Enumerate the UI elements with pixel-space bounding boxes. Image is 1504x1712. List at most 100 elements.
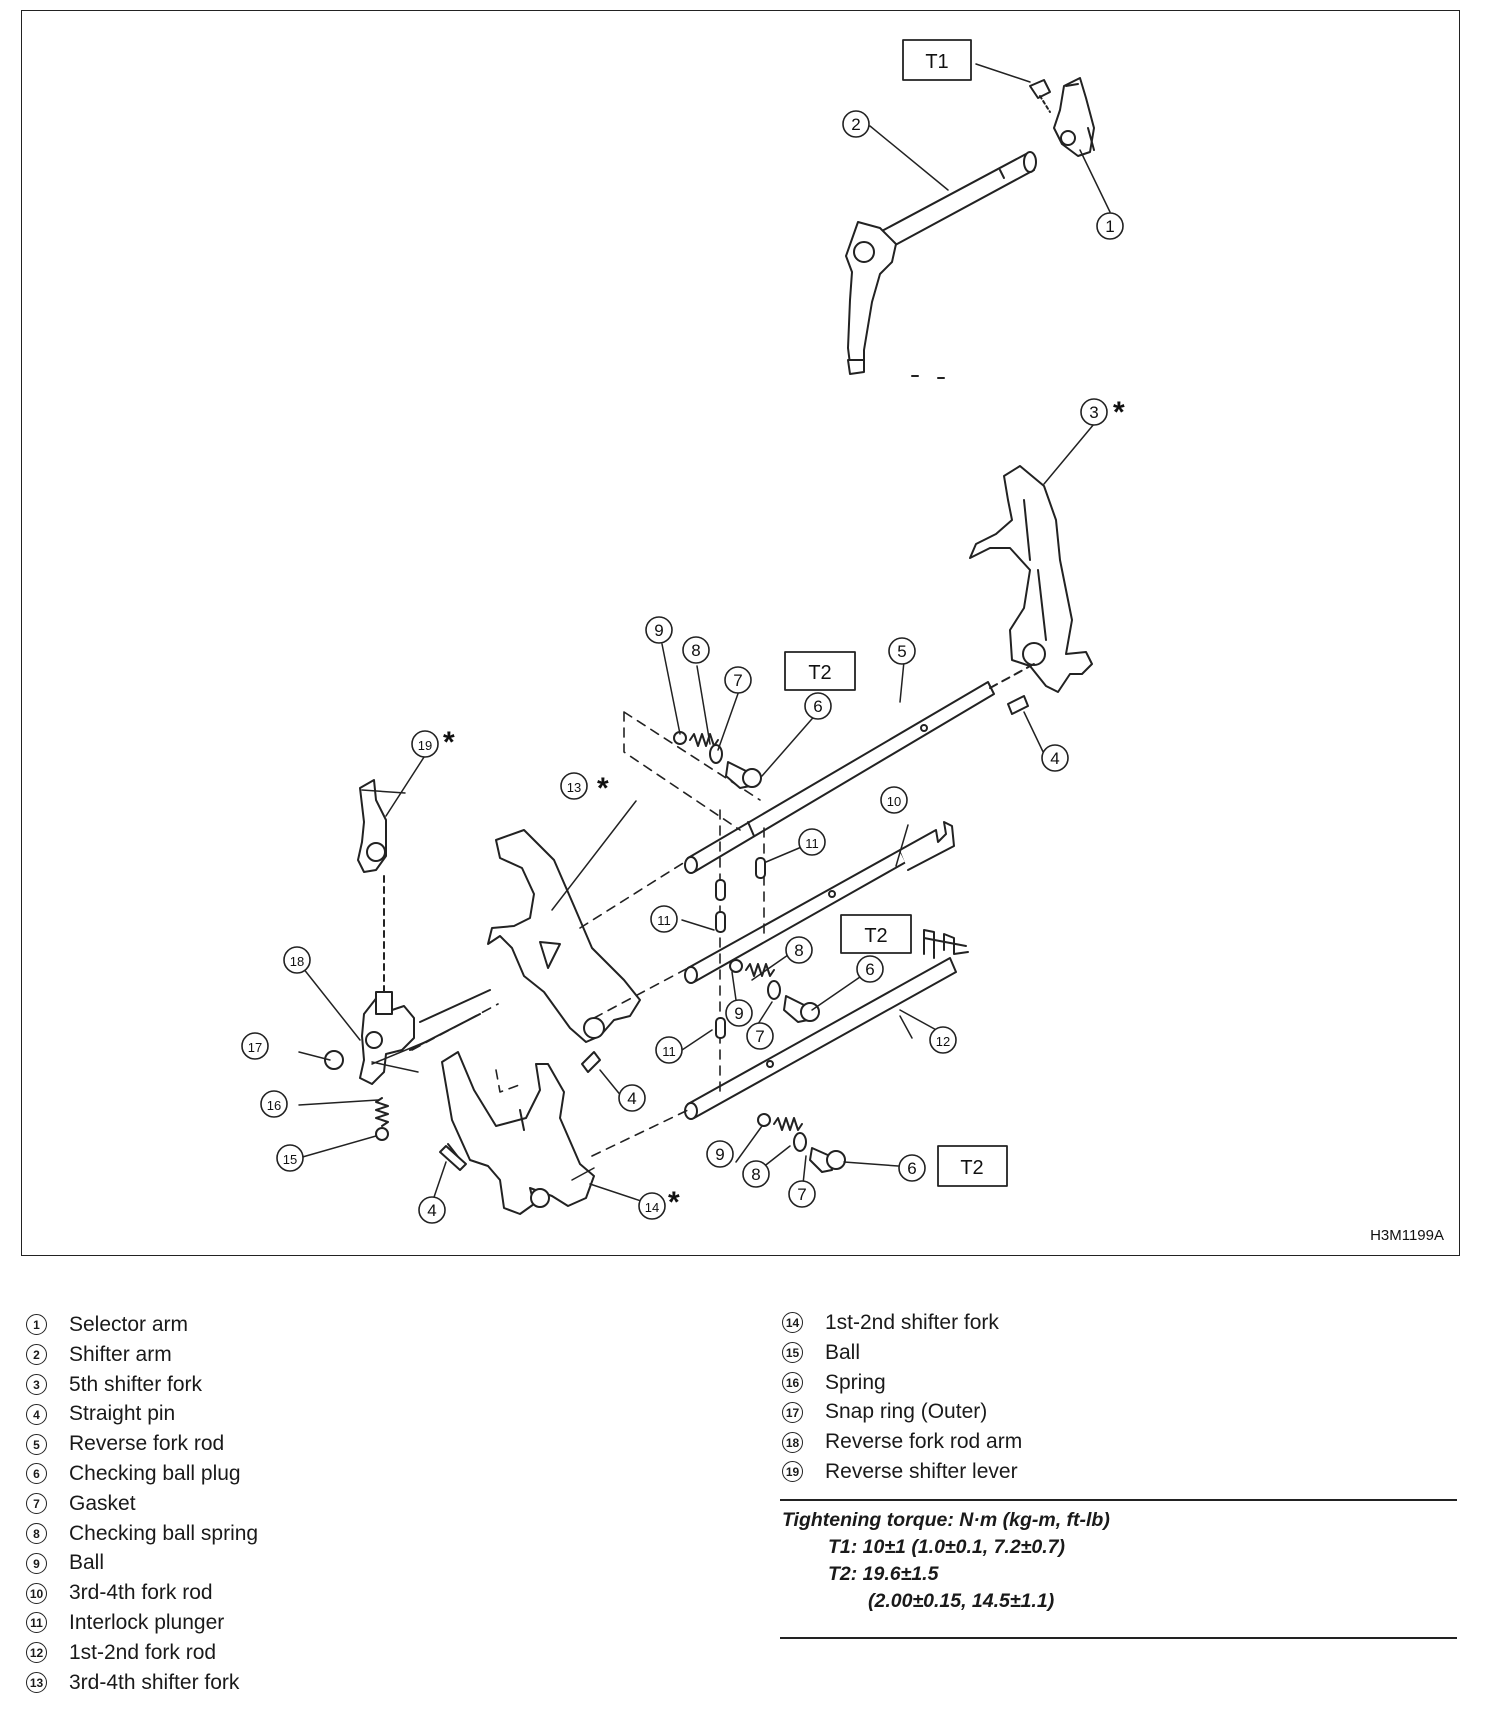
callout-number: 6 bbox=[813, 697, 822, 716]
callout-13: 13 bbox=[560, 772, 588, 800]
callout-number: 16 bbox=[267, 1098, 281, 1113]
callout-number: 7 bbox=[797, 1185, 806, 1204]
legend-item: 13 3rd-4th shifter fork bbox=[26, 1668, 258, 1698]
callout-number: 4 bbox=[627, 1089, 636, 1108]
callout-number: 2 bbox=[851, 115, 860, 134]
reverse-fork-rod-arm-part bbox=[359, 989, 491, 1085]
callout-number: 6 bbox=[907, 1159, 916, 1178]
3rd-4th-shifter-fork-part bbox=[487, 829, 641, 1043]
legend-number: 18 bbox=[782, 1431, 803, 1453]
legend-label: 1st-2nd shifter fork bbox=[825, 1311, 999, 1334]
legend-number: 13 bbox=[26, 1671, 47, 1693]
torque-box-t2-middle: T2 bbox=[840, 914, 912, 954]
callout-number: 9 bbox=[654, 621, 663, 640]
legend-label: Checking ball plug bbox=[69, 1461, 241, 1485]
callout-7: 7 bbox=[746, 1022, 774, 1050]
callout-circle bbox=[638, 1192, 666, 1220]
callout-circle bbox=[1041, 744, 1069, 772]
legend-item: 12 1st-2nd fork rod bbox=[26, 1638, 258, 1668]
callout-circle bbox=[880, 786, 908, 814]
legend-item: 19 Reverse shifter lever bbox=[782, 1457, 1022, 1487]
callout-number: 18 bbox=[290, 954, 304, 969]
legend-number: 1 bbox=[26, 1314, 47, 1336]
callout-1: 1 bbox=[1096, 212, 1124, 240]
legend-label: Reverse shifter lever bbox=[825, 1459, 1018, 1483]
callout-15: 15 bbox=[276, 1144, 304, 1172]
callout-7: 7 bbox=[724, 666, 752, 694]
callout-number: 9 bbox=[715, 1145, 724, 1164]
callout-circle bbox=[1080, 398, 1108, 426]
torque-t1: T1: 10±1 (1.0±0.1, 7.2±0.7) bbox=[828, 1536, 1065, 1558]
callout-number: 11 bbox=[657, 913, 671, 928]
callout-12: 12 bbox=[929, 1026, 957, 1054]
callout-number: 4 bbox=[1050, 749, 1059, 768]
callout-circle bbox=[804, 692, 832, 720]
asterisk-3: * bbox=[1113, 396, 1125, 429]
callout-number: 11 bbox=[662, 1044, 676, 1059]
legend-label: Ball bbox=[69, 1551, 105, 1575]
callout-4: 4 bbox=[1041, 744, 1069, 772]
callout-number: 14 bbox=[645, 1200, 659, 1215]
legend-label: Gasket bbox=[69, 1491, 136, 1515]
callout-9: 9 bbox=[645, 616, 673, 644]
callout-circle bbox=[411, 730, 439, 758]
callout-4: 4 bbox=[418, 1196, 446, 1224]
t2-box-label: T2 bbox=[808, 662, 831, 684]
3rd-4th-fork-rod-part bbox=[684, 821, 955, 984]
asterisk-13: * bbox=[597, 772, 609, 805]
callout-11: 11 bbox=[650, 905, 678, 933]
callout-8: 8 bbox=[785, 936, 813, 964]
exploded-view-diagram: T1 T2 T2 T2 1234567891011121314151617181… bbox=[241, 39, 1444, 1244]
callout-11: 11 bbox=[655, 1036, 683, 1064]
legend-number: 17 bbox=[782, 1401, 803, 1423]
legend-number: 15 bbox=[782, 1342, 803, 1364]
legend-number: 8 bbox=[26, 1522, 47, 1544]
torque-box-t2-lower: T2 bbox=[937, 1145, 1008, 1187]
reverse-fork-rod-part bbox=[684, 663, 1035, 874]
callout-17: 17 bbox=[241, 1032, 269, 1060]
legend-label: 1st-2nd fork rod bbox=[69, 1640, 217, 1664]
callout-circle bbox=[682, 636, 710, 664]
legend-label: Shifter arm bbox=[69, 1342, 172, 1366]
callout-circle bbox=[283, 946, 311, 974]
legend-number: 16 bbox=[782, 1371, 803, 1393]
callout-circle bbox=[856, 955, 884, 983]
callout-16: 16 bbox=[260, 1090, 288, 1118]
callout-group: 1234567891011121314151617181911987611449… bbox=[241, 110, 1124, 1224]
legend-label: Interlock plunger bbox=[69, 1610, 225, 1634]
callout-circle bbox=[724, 666, 752, 694]
legend-number: 6 bbox=[26, 1463, 47, 1485]
callout-number: 19 bbox=[418, 738, 432, 753]
legend-item: 11 Interlock plunger bbox=[26, 1608, 258, 1638]
legend-number: 12 bbox=[26, 1642, 47, 1664]
callout-number: 15 bbox=[283, 1152, 297, 1167]
legend-label: Snap ring (Outer) bbox=[825, 1400, 988, 1424]
callout-circle bbox=[560, 772, 588, 800]
callout-number: 3 bbox=[1089, 403, 1098, 422]
torque-t2-detail: (2.00±0.15, 14.5±1.1) bbox=[868, 1590, 1055, 1612]
callout-number: 8 bbox=[794, 941, 803, 960]
callout-10: 10 bbox=[880, 786, 908, 814]
callout-2: 2 bbox=[842, 110, 870, 138]
assembly-lines bbox=[411, 711, 765, 1157]
callout-11: 11 bbox=[798, 828, 826, 856]
callout-number: 12 bbox=[936, 1034, 950, 1049]
legend-number: 19 bbox=[782, 1461, 803, 1483]
callout-5: 5 bbox=[888, 637, 916, 665]
callout-number: 8 bbox=[691, 641, 700, 660]
legend-label: 3rd-4th shifter fork bbox=[69, 1670, 240, 1694]
legend-item: 6 Checking ball plug bbox=[26, 1459, 258, 1489]
legend-label: Reverse fork rod bbox=[69, 1432, 225, 1456]
callout-number: 13 bbox=[567, 780, 581, 795]
legend-number: 11 bbox=[26, 1612, 47, 1634]
tightening-torque-block: Tightening torque: N·m (kg-m, ft-lb) T1:… bbox=[780, 1499, 1457, 1639]
legend-label: Ball bbox=[825, 1340, 861, 1364]
legend-label: Checking ball spring bbox=[69, 1521, 259, 1545]
